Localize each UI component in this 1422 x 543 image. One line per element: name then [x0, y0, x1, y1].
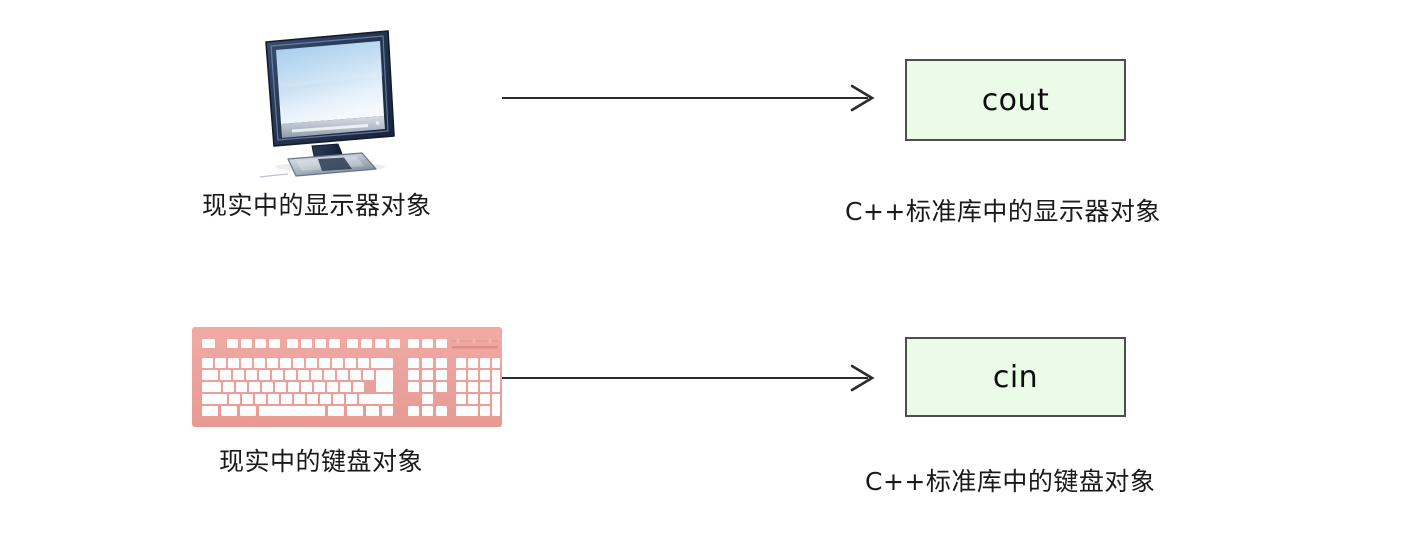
cout-label: cout: [981, 82, 1050, 118]
monitor-screen-sheen: [276, 41, 383, 88]
cout-box[interactable]: cout: [905, 59, 1126, 141]
monitor-screen: [276, 41, 384, 124]
monitor-icon: [252, 28, 412, 178]
monitor-base-wedge: [318, 157, 352, 171]
monitor-cable: [259, 173, 289, 178]
monitor-bezel-highlight: [270, 35, 389, 141]
arrow-keyboard-to-cin: [500, 360, 882, 400]
keyboard-led-indicators: [451, 339, 498, 349]
arrow-monitor-to-cout: [500, 80, 882, 120]
keyboard-icon: [192, 327, 502, 427]
monitor-power-led: [375, 121, 380, 125]
cin-label: cin: [992, 359, 1039, 395]
arrow-head: [850, 364, 875, 392]
keyboard-keys: [202, 339, 500, 416]
caption-std-monitor: C++标准库中的显示器对象: [845, 197, 1161, 226]
monitor-chin-slot: [292, 124, 368, 133]
cin-box[interactable]: cin: [905, 337, 1126, 417]
caption-real-monitor: 现实中的显示器对象: [202, 191, 432, 220]
caption-real-keyboard: 现实中的键盘对象: [219, 447, 424, 476]
arrow-head: [850, 84, 875, 112]
caption-std-keyboard: C++标准库中的键盘对象: [865, 467, 1156, 496]
